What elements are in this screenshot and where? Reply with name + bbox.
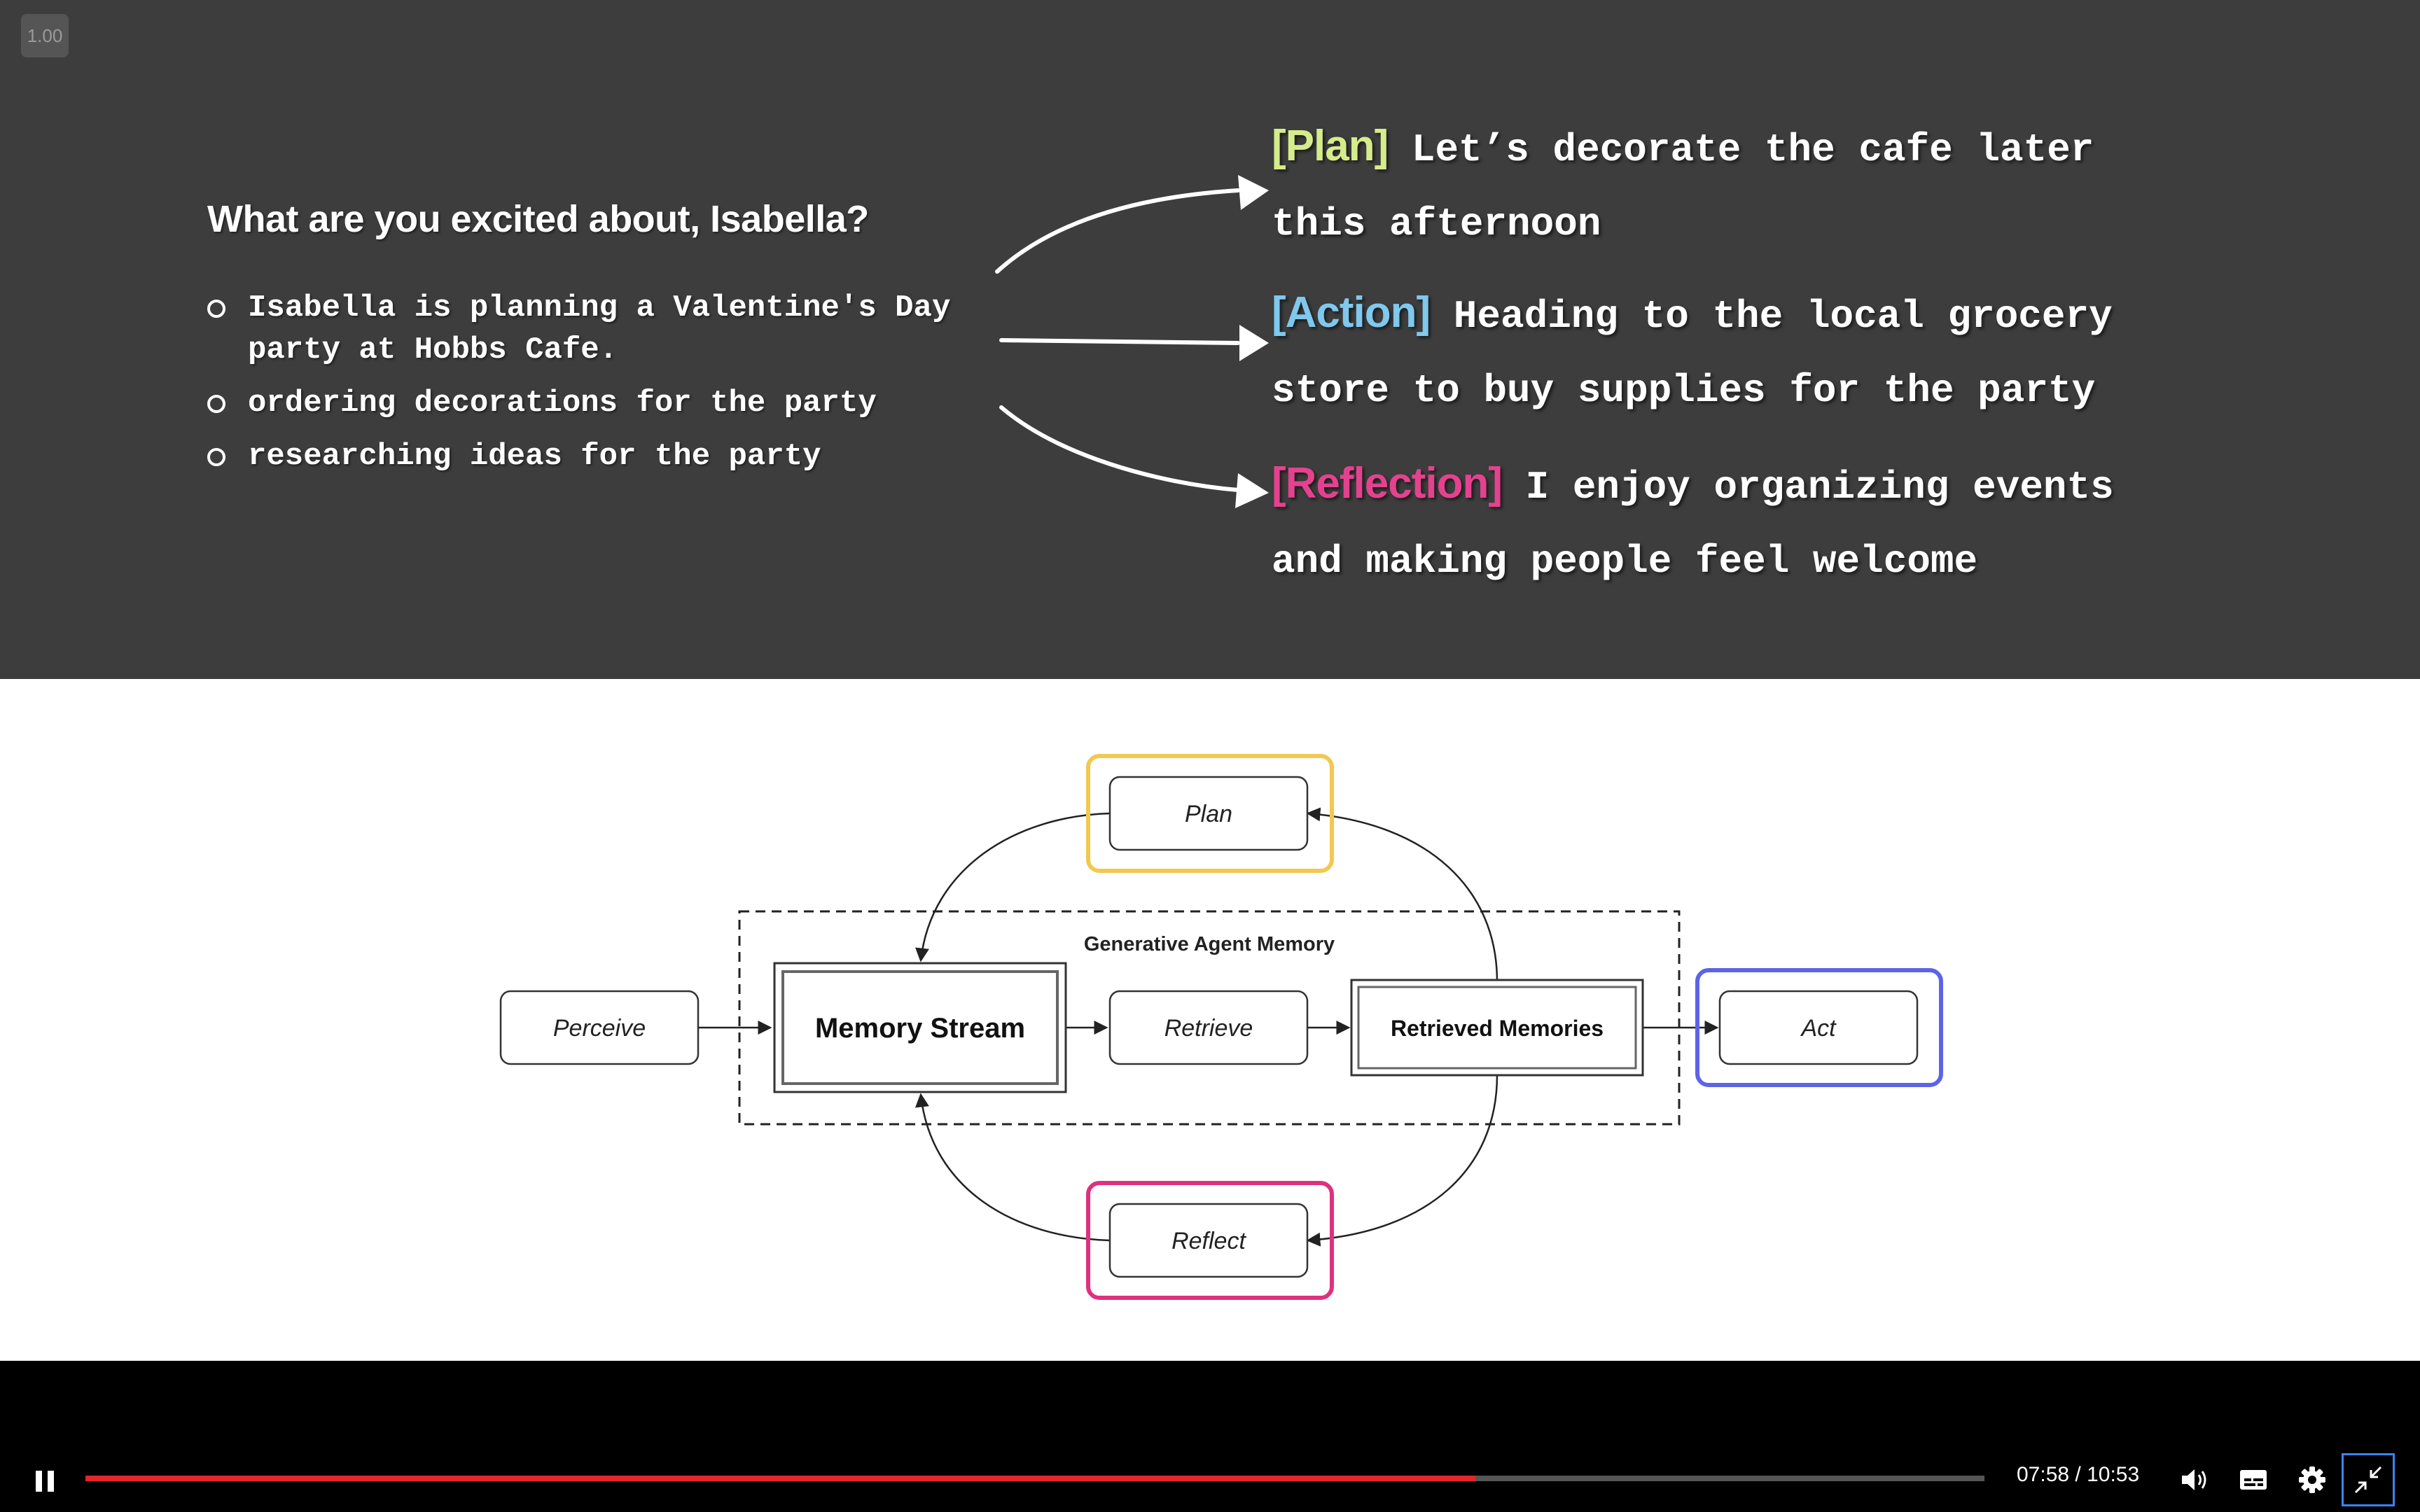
video-player-controls: [0, 1361, 2420, 1512]
plan-label: Plan: [1185, 801, 1232, 827]
volume-button[interactable]: [2176, 1460, 2216, 1499]
progress-bar-played: [85, 1476, 1476, 1481]
arrowhead-action-icon: [1239, 325, 1269, 361]
settings-button[interactable]: [2293, 1460, 2332, 1499]
plan-tag: [Plan]: [1272, 122, 1389, 170]
bullet-text: researching ideas for the party: [248, 439, 821, 474]
progress-bar[interactable]: [85, 1476, 1984, 1481]
reflection-line-1: I enjoy organizing events: [1502, 465, 2114, 510]
plan-highlight: [1086, 754, 1334, 873]
retrieved-to-reflect-arrow: [1306, 1074, 1498, 1247]
bullet-text: Isabella is planning a Valentine's Day p…: [248, 290, 951, 368]
act-highlight: [1695, 968, 1943, 1087]
arrow-to-plan-icon: [995, 188, 1240, 274]
perceive-label: Perceive: [553, 1015, 646, 1042]
reflection-line-2: and making people feel welcome: [1272, 539, 1978, 584]
architecture-diagram: Generative Agent Memory Perceive Memory …: [499, 754, 1943, 1300]
bullet-item: ordering decorations for the party: [207, 382, 992, 424]
plan-line-2: this afternoon: [1272, 202, 1601, 246]
action-tag: [Action]: [1272, 288, 1431, 337]
generative-agent-memory-label: Generative Agent Memory: [1084, 933, 1335, 955]
memory-bullet-list: Isabella is planning a Valentine's Day p…: [207, 287, 992, 489]
reflect-label: Reflect: [1171, 1228, 1246, 1254]
action-output: [Action] Heading to the local grocery st…: [1272, 276, 2364, 428]
bullet-item: researching ideas for the party: [207, 435, 992, 477]
exit-fullscreen-button[interactable]: [2342, 1453, 2395, 1506]
plan-line-1: Let’s decorate the cafe later: [1388, 127, 2094, 172]
reflection-output: [Reflection] I enjoy organizing events a…: [1272, 447, 2364, 598]
bullet-circle-icon: [207, 395, 225, 413]
retrieve-node: [1108, 990, 1309, 1065]
act-node: [1718, 990, 1919, 1065]
act-label: Act: [1800, 1015, 1837, 1042]
reflect-node: [1108, 1203, 1309, 1278]
memory-stream-label: Memory Stream: [815, 1013, 1025, 1044]
reflect-to-memory-arrow: [915, 1093, 1111, 1242]
arrowhead-reflection-icon: [1235, 473, 1269, 508]
exit-fullscreen-icon: [2354, 1466, 2382, 1494]
plan-to-memory-arrow: [915, 812, 1111, 962]
bullet-circle-icon: [207, 448, 225, 466]
action-line-1: Heading to the local grocery: [1430, 294, 2113, 339]
playback-speed-badge[interactable]: 1.00: [21, 14, 69, 57]
arrow-to-action-icon: [999, 338, 1240, 345]
architecture-diagram-panel: Generative Agent Memory Perceive Memory …: [0, 679, 2420, 1361]
plan-output: [Plan] Let’s decorate the cafe later thi…: [1272, 109, 2364, 261]
retrieved-memories-label: Retrieved Memories: [1391, 1016, 1604, 1041]
generative-agent-memory-box: [738, 910, 1681, 1126]
memory-stream-node: [773, 962, 1067, 1093]
subtitles-icon: [2240, 1470, 2267, 1490]
time-display: 07:58 / 10:53: [2017, 1463, 2140, 1486]
subtitles-button[interactable]: [2234, 1460, 2273, 1499]
reflection-tag: [Reflection]: [1272, 459, 1503, 507]
arrow-to-reflection-icon: [999, 405, 1240, 492]
bullet-item: Isabella is planning a Valentine's Day p…: [207, 287, 992, 371]
reflect-highlight: [1086, 1181, 1334, 1300]
perceive-node: [499, 990, 700, 1065]
plan-node: [1108, 776, 1309, 851]
output-arrows: [995, 175, 1269, 508]
retrieve-label: Retrieve: [1164, 1015, 1253, 1042]
retrieved-to-plan-arrow: [1306, 807, 1498, 982]
bullet-circle-icon: [207, 300, 225, 318]
pause-icon: [36, 1471, 54, 1492]
retrieved-memories-node: [1350, 979, 1644, 1077]
settings-icon: [2299, 1466, 2325, 1493]
slide-question: What are you excited about, Isabella?: [207, 198, 869, 240]
pause-button[interactable]: [28, 1464, 62, 1498]
volume-icon: [2182, 1469, 2206, 1490]
arrowhead-plan-icon: [1238, 175, 1269, 210]
action-line-2: store to buy supplies for the party: [1272, 368, 2096, 413]
slide-top-panel: [0, 0, 2420, 679]
bullet-text: ordering decorations for the party: [248, 386, 877, 421]
